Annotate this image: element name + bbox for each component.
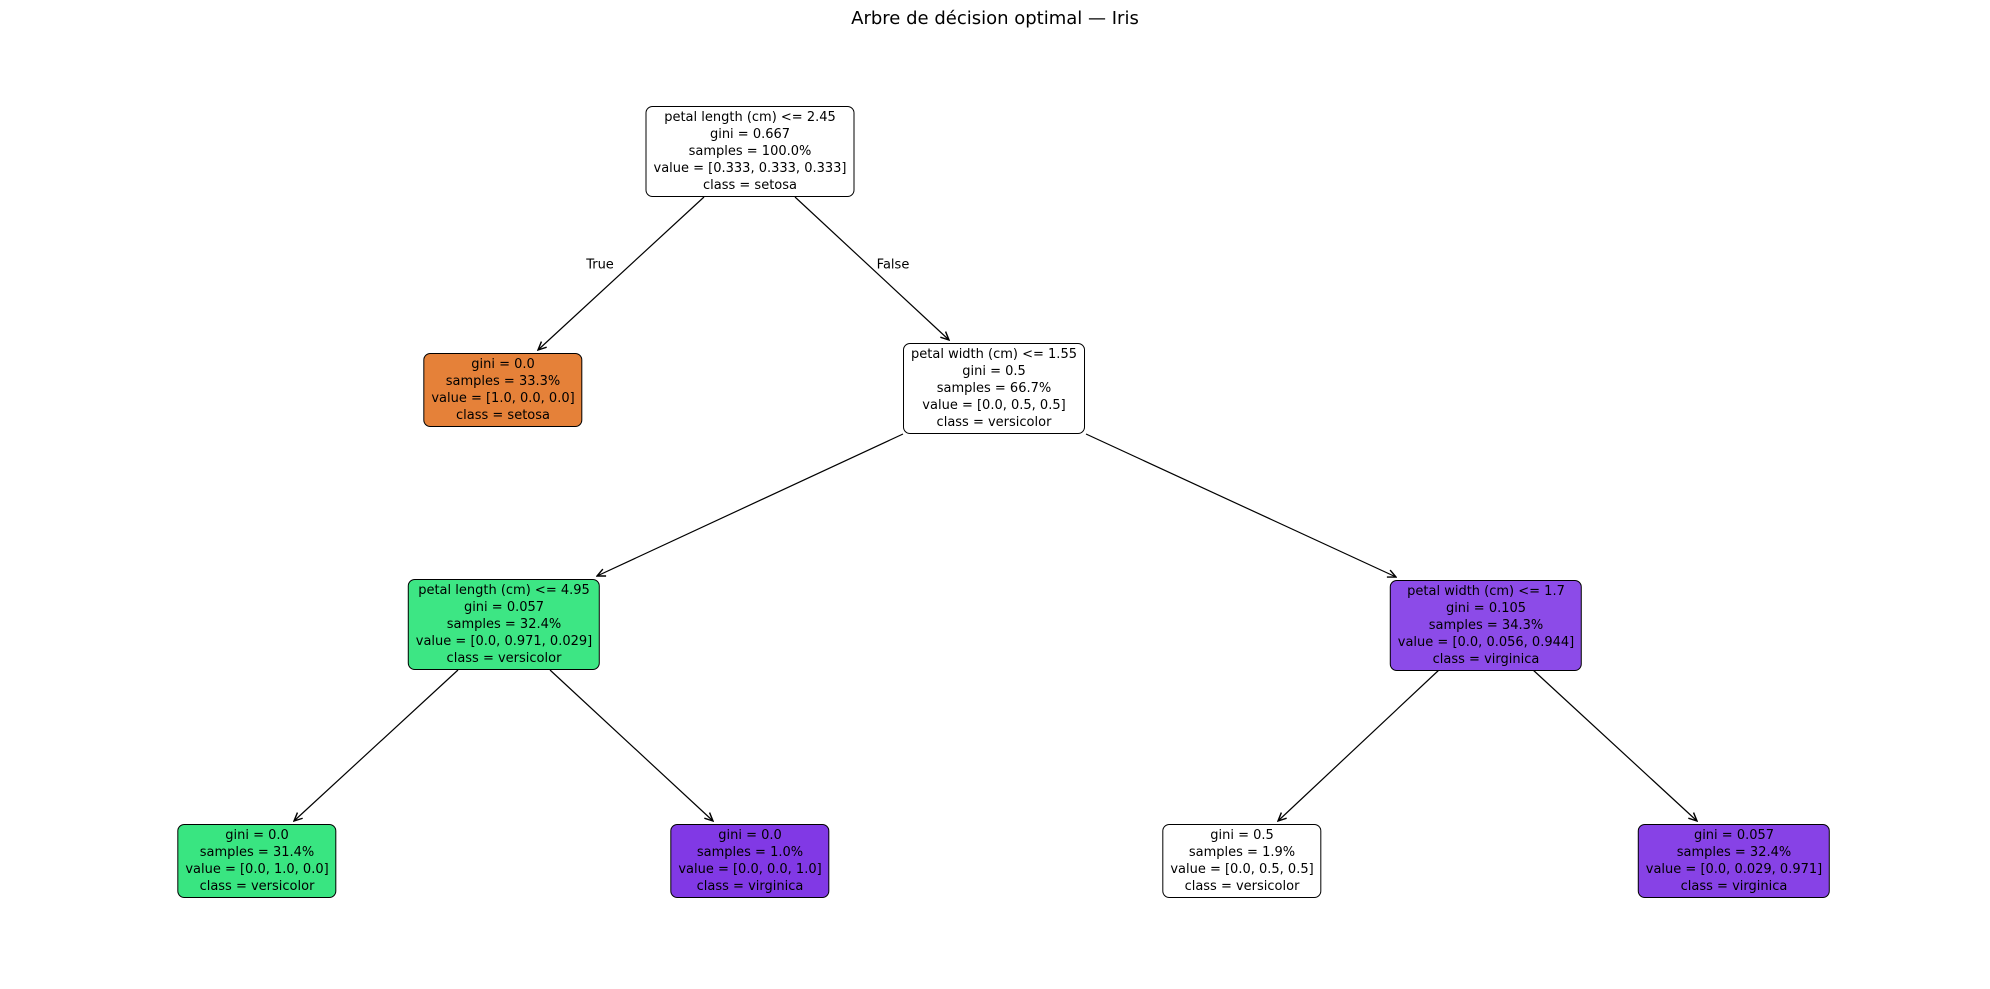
edge-label-false: False: [876, 257, 910, 273]
node-class: class = versicolor: [446, 651, 562, 666]
node-gini: gini = 0.0: [471, 357, 535, 372]
node-gini: gini = 0.5: [1210, 828, 1274, 843]
node-samples: samples = 31.4%: [199, 845, 315, 860]
node-gini: gini = 0.057: [1693, 828, 1775, 843]
node-samples: samples = 1.9%: [1188, 845, 1296, 860]
node-value: value = [1.0, 0.0, 0.0]: [431, 391, 575, 406]
node-condition: petal length (cm) <= 2.45: [664, 110, 836, 125]
node-samples: samples = 32.4%: [1676, 845, 1792, 860]
node-gini: gini = 0.0: [225, 828, 289, 843]
node-samples: samples = 33.3%: [445, 374, 561, 389]
node-samples: samples = 66.7%: [936, 381, 1052, 396]
node-petal-width-1-55: petal width (cm) <= 1.55 gini = 0.5 samp…: [903, 343, 1085, 434]
node-samples: samples = 34.3%: [1428, 618, 1544, 633]
node-value: value = [0.0, 0.971, 0.029]: [415, 634, 593, 649]
node-condition: petal width (cm) <= 1.7: [1407, 584, 1565, 599]
edge-petal-width-1-7-to-virginica-leaf: [1531, 668, 1697, 821]
node-samples: samples = 32.4%: [446, 617, 562, 632]
edge-petal-width-1-55-to-petal-width-1-7: [1085, 433, 1396, 577]
node-samples: samples = 100.0%: [688, 144, 812, 159]
node-value: value = [0.333, 0.333, 0.333]: [653, 161, 847, 176]
edge-petal-length-4-95-to-virginica-small-leaf: [549, 669, 713, 821]
node-condition: petal width (cm) <= 1.55: [911, 347, 1077, 362]
node-gini: gini = 0.057: [463, 600, 545, 615]
node-gini: gini = 0.105: [1445, 601, 1527, 616]
node-condition: petal length (cm) <= 4.95: [418, 583, 590, 598]
edge-label-true: True: [586, 257, 614, 273]
edge-petal-width-1-7-to-mixed-leaf: [1278, 668, 1441, 821]
node-class: class = versicolor: [936, 415, 1052, 430]
node-petal-length-4-95: petal length (cm) <= 4.95 gini = 0.057 s…: [407, 579, 601, 670]
edge-root-to-setosa-leaf: [538, 196, 705, 350]
edge-petal-length-4-95-to-versicolor-leaf: [294, 669, 459, 821]
node-gini: gini = 0.667: [709, 127, 791, 142]
node-class: class = virginica: [1432, 652, 1540, 667]
node-class: class = versicolor: [1184, 879, 1300, 894]
node-leaf-versicolor-mixed: gini = 0.5 samples = 1.9% value = [0.0, …: [1162, 824, 1322, 898]
node-value: value = [0.0, 0.056, 0.944]: [1397, 635, 1575, 650]
node-value: value = [0.0, 1.0, 0.0]: [185, 862, 329, 877]
edge-root-to-petal-width-1-55: [794, 196, 949, 340]
node-petal-width-1-7: petal width (cm) <= 1.7 gini = 0.105 sam…: [1389, 580, 1583, 671]
edge-petal-width-1-55-to-petal-length-4-95: [597, 433, 904, 576]
node-leaf-virginica: gini = 0.057 samples = 32.4% value = [0.…: [1637, 824, 1831, 898]
node-class: class = virginica: [696, 879, 804, 894]
node-class: class = virginica: [1680, 879, 1788, 894]
node-value: value = [0.0, 0.5, 0.5]: [1170, 862, 1314, 877]
node-gini: gini = 0.5: [962, 364, 1026, 379]
figure-title: Arbre de décision optimal — Iris: [851, 8, 1139, 29]
node-class: class = versicolor: [199, 879, 315, 894]
node-leaf-virginica-pure: gini = 0.0 samples = 1.0% value = [0.0, …: [670, 824, 830, 898]
node-gini: gini = 0.0: [718, 828, 782, 843]
node-root: petal length (cm) <= 2.45 gini = 0.667 s…: [645, 106, 855, 197]
node-value: value = [0.0, 0.5, 0.5]: [922, 398, 1066, 413]
node-leaf-setosa: gini = 0.0 samples = 33.3% value = [1.0,…: [423, 353, 583, 427]
node-value: value = [0.0, 0.0, 1.0]: [678, 862, 822, 877]
node-value: value = [0.0, 0.029, 0.971]: [1645, 862, 1823, 877]
node-class: class = setosa: [456, 408, 550, 423]
node-leaf-versicolor-pure: gini = 0.0 samples = 31.4% value = [0.0,…: [177, 824, 337, 898]
node-class: class = setosa: [703, 178, 797, 193]
node-samples: samples = 1.0%: [696, 845, 804, 860]
